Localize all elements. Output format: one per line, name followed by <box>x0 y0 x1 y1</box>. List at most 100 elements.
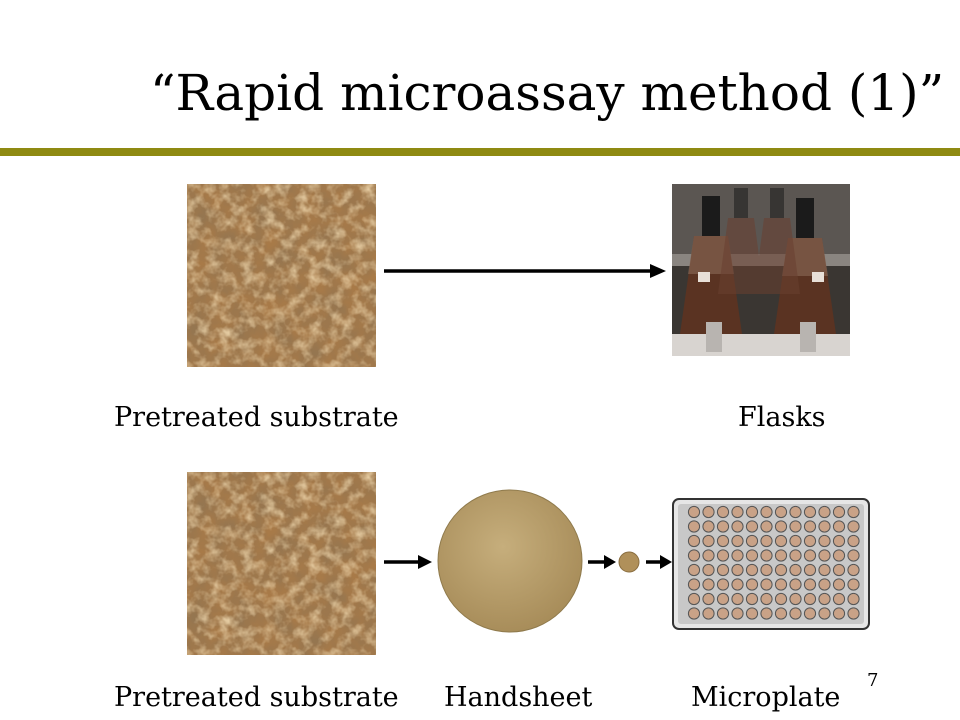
pretreated-substrate-photo-top <box>187 184 376 367</box>
microplate-well <box>760 520 773 533</box>
microplate-well <box>702 607 715 620</box>
microplate-well <box>716 534 730 548</box>
handsheet-disc-photo <box>618 551 640 573</box>
microplate-well <box>702 592 715 606</box>
microplate-well <box>832 607 846 620</box>
microplate-well <box>731 534 744 548</box>
microplate-well <box>818 505 831 519</box>
microplate-well <box>716 549 730 562</box>
microplate-well <box>818 592 831 606</box>
microplate-well <box>818 607 831 620</box>
microplate-well <box>745 549 759 562</box>
microplate-label: Microplate <box>691 682 841 713</box>
microplate-well <box>687 592 701 606</box>
arrow-substrate-to-handsheet <box>384 555 432 569</box>
microplate-well <box>847 549 860 562</box>
microplate-well <box>818 520 831 533</box>
microplate-well <box>760 549 773 562</box>
microplate-well <box>760 578 773 591</box>
microplate-well <box>774 534 788 548</box>
microplate-well <box>832 578 846 591</box>
microplate-well <box>818 534 831 548</box>
microplate-well <box>847 520 860 533</box>
microplate-well <box>745 578 759 591</box>
microplate-well <box>702 505 715 519</box>
microplate-well <box>803 534 817 548</box>
microplate-well <box>702 520 715 533</box>
microplate-well <box>774 549 788 562</box>
flasks-photo <box>672 184 850 356</box>
microplate-well <box>716 607 730 620</box>
arrow-substrate-to-flasks <box>384 264 666 278</box>
arrow-handsheet-to-disc <box>588 555 616 569</box>
microplate-well <box>803 607 817 620</box>
pretreated-substrate-label-bottom: Pretreated substrate <box>114 682 399 713</box>
microplate-well <box>687 578 701 591</box>
microplate-well <box>760 592 773 606</box>
microplate-well <box>716 505 730 519</box>
flasks-label: Flasks <box>738 402 826 433</box>
pretreated-substrate-label-top: Pretreated substrate <box>114 402 399 433</box>
microplate-well <box>832 549 846 562</box>
microplate-well <box>774 520 788 533</box>
microplate-well <box>716 563 730 577</box>
microplate-well <box>731 607 744 620</box>
microplate-well <box>774 505 788 519</box>
microplate-well <box>760 607 773 620</box>
slide-title: “Rapid microassay method (1)” <box>150 64 945 122</box>
microplate-well <box>774 578 788 591</box>
microplate-well <box>745 607 759 620</box>
microplate-well <box>716 520 730 533</box>
microplate-well <box>702 534 715 548</box>
microplate-well <box>774 563 788 577</box>
microplate-well <box>803 592 817 606</box>
microplate-well <box>731 592 744 606</box>
microplate-well <box>789 578 802 591</box>
microplate-well <box>803 549 817 562</box>
microplate-well <box>716 592 730 606</box>
microplate-well <box>687 563 701 577</box>
microplate-well <box>731 563 744 577</box>
microplate-well <box>731 549 744 562</box>
microplate-well <box>818 578 831 591</box>
microplate-well <box>760 505 773 519</box>
microplate-well <box>702 563 715 577</box>
microplate-well <box>818 549 831 562</box>
title-divider <box>0 148 960 156</box>
microplate-well <box>774 592 788 606</box>
pretreated-substrate-photo-bottom <box>187 472 376 655</box>
microplate-well <box>716 578 730 591</box>
microplate-well <box>760 563 773 577</box>
microplate-well <box>731 578 744 591</box>
microplate-well <box>745 563 759 577</box>
microplate-photo <box>672 498 870 630</box>
microplate-well <box>774 607 788 620</box>
microplate-well <box>789 520 802 533</box>
microplate-well <box>745 505 759 519</box>
microplate-well <box>702 549 715 562</box>
microplate-well <box>847 578 860 591</box>
page-number: 7 <box>867 670 879 691</box>
microplate-well <box>847 505 860 519</box>
handsheet-label: Handsheet <box>444 682 593 713</box>
handsheet-photo <box>436 488 584 634</box>
microplate-well <box>832 505 846 519</box>
microplate-well <box>832 592 846 606</box>
microplate-well <box>832 520 846 533</box>
microplate-well <box>687 534 701 548</box>
microplate-well <box>803 563 817 577</box>
microplate-well <box>803 520 817 533</box>
microplate-well <box>832 534 846 548</box>
microplate-well <box>687 549 701 562</box>
microplate-well <box>745 592 759 606</box>
microplate-well <box>789 563 802 577</box>
microplate-well <box>818 563 831 577</box>
microplate-well <box>731 505 744 519</box>
microplate-well <box>789 607 802 620</box>
microplate-well <box>847 592 860 606</box>
microplate-well <box>847 534 860 548</box>
microplate-well <box>789 549 802 562</box>
microplate-well <box>789 505 802 519</box>
arrow-disc-to-microplate <box>646 555 672 569</box>
microplate-well <box>687 520 701 533</box>
